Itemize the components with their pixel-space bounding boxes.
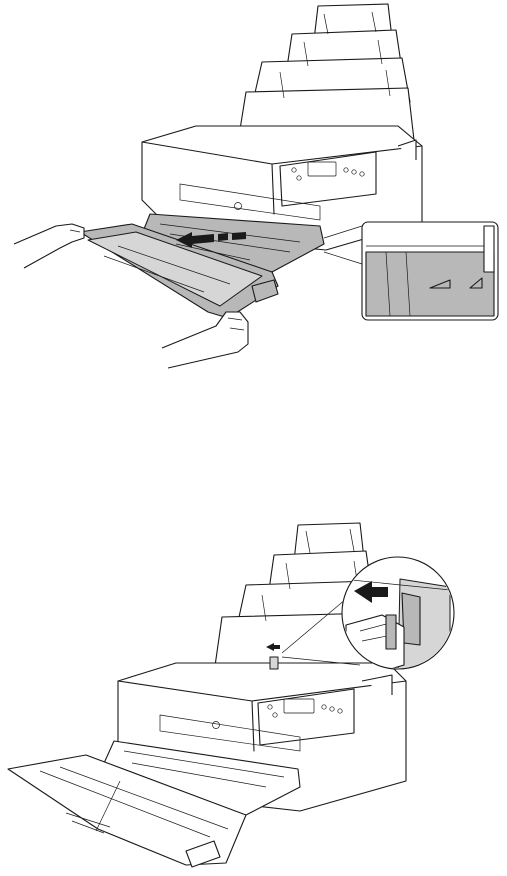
printer-icon <box>0 0 507 380</box>
paper-support-icon <box>238 4 414 142</box>
illustration-tray-pull <box>0 0 507 380</box>
illustration-edge-guide <box>0 515 507 876</box>
output-tray-icon <box>80 214 324 318</box>
edge-guide-icon <box>386 615 396 649</box>
printer-icon <box>0 515 507 876</box>
